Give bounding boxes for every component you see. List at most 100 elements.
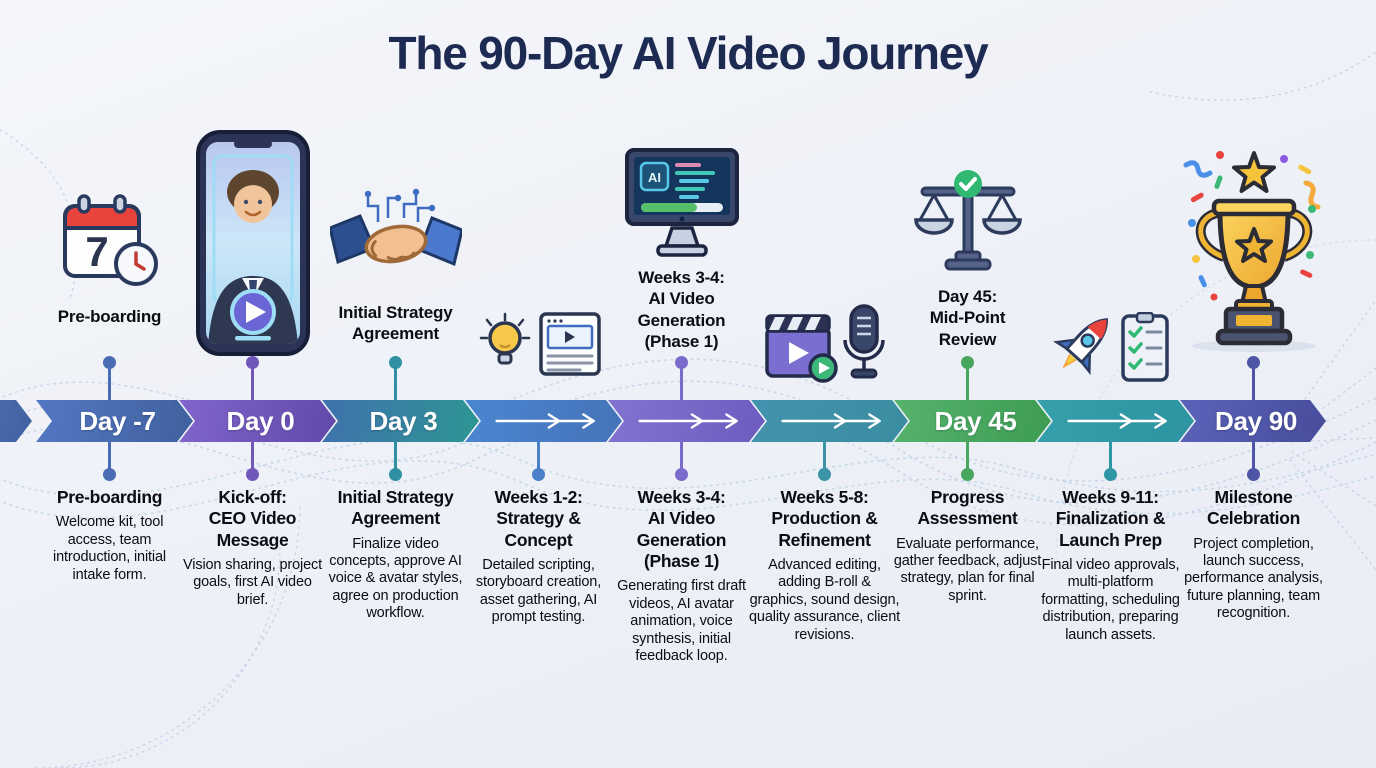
phase-text: Kick-off: CEO Video Message Vision shari… [177,487,328,609]
segment-label: Day 0 [226,405,295,436]
connector-line-bottom [1251,441,1256,471]
timeline-column: Initial Strategy Agreement Day 3 Initial… [322,0,479,768]
clapper-mic-icon [764,304,885,388]
phase-top-label: Pre-boarding [57,307,162,326]
phase-text: Pre-boarding Welcome kit, tool access, t… [34,487,185,584]
connector-dot-bottom [246,468,259,481]
handshake-icon [329,186,462,294]
phase-text: Initial Strategy Agreement Finalize vide… [320,487,471,623]
connector-dot-bottom [532,468,545,481]
segment-label: Day 90 [1214,405,1298,436]
connector-dot-top [103,356,116,369]
timeline-column: Day 45: Mid-Point Review Day 45 Progress… [894,0,1051,768]
phase-description: Vision sharing, project goals, first AI … [183,557,322,608]
timeline-column: AI Weeks 3-4: AI Video Generation (Phase… [608,0,765,768]
connector-line-bottom [250,441,255,471]
connector-dot-top [961,356,974,369]
connector-line-top [250,368,255,401]
connector-line-top [679,368,684,401]
connector-line-bottom [965,441,970,471]
connector-line-top [965,368,970,401]
connector-dot-bottom [103,468,116,481]
timeline-segment [751,400,908,442]
main-title: The 90-Day AI Video Journey [388,27,988,79]
idea-storyboard-icon [479,312,601,376]
timeline-segment: Day -7 [36,400,193,442]
ai-chip-label: AI [648,170,661,185]
phase-heading: Milestone Celebration [1207,487,1300,529]
connector-line-top [107,368,112,401]
connector-dot-bottom [1247,468,1260,481]
segment-label: Day 45 [934,405,1017,436]
phase-heading: Progress Assessment [917,487,1018,529]
arrow-icon [780,413,881,429]
ai-monitor-icon: AI [624,148,739,260]
idea-storyboard-icon [475,312,603,376]
connector-dot-bottom [675,468,688,481]
timeline-segment: Day 45 [894,400,1051,442]
timeline-column: Weeks 9-11: Finalization & Launch Prep F… [1037,0,1194,768]
timeline-column: Weeks 5-8: Production & Refinement Advan… [749,0,908,768]
timeline-column: Day 90 Milestone Celebration Project com… [1180,0,1326,768]
connector-line-bottom [536,441,541,471]
connector-dot-bottom [818,468,831,481]
connector-line-bottom [1108,441,1113,471]
phase-text: Progress Assessment Evaluate performance… [892,487,1043,605]
phase-heading: Kick-off: CEO Video Message [208,487,297,550]
calendar-day-number: 7 [85,228,108,275]
connector-dot-bottom [961,468,974,481]
phase-top-label: Weeks 3-4: AI Video Generation (Phase 1) [637,268,726,352]
timeline-segment [1037,400,1194,442]
calendar-7-icon: 7 [62,194,158,286]
phase-description: Generating first draft videos, AI avatar… [617,578,746,664]
arrow-icon [1066,413,1167,429]
connector-line-bottom [107,441,112,471]
timeline-column: Day 0 Kick-off: CEO Video Message Vision… [179,0,336,768]
phase-text: Milestone Celebration Project completion… [1178,487,1329,623]
phase-heading: Pre-boarding [56,487,163,507]
scale-icon [913,168,1022,278]
arrow-icon [637,413,738,429]
phase-top-label: Initial Strategy Agreement [338,303,453,344]
trophy-icon [1183,151,1320,352]
phase-text: Weeks 9-11: Finalization & Launch Prep F… [1035,487,1186,644]
connector-dot-top [675,356,688,369]
connector-line-bottom [393,441,398,471]
phase-description: Project completion, launch success, perf… [1184,535,1323,622]
phase-text: Weeks 3-4: AI Video Generation (Phase 1)… [606,487,757,665]
connector-line-top [1251,368,1256,401]
connector-line-top [393,368,398,401]
timeline-segment [608,400,765,442]
phase-description: Welcome kit, tool access, team introduct… [53,514,166,583]
connector-line-bottom [679,441,684,471]
phase-text: Weeks 1-2: Strategy & Concept Detailed s… [463,487,614,627]
timeline-segment: Day 90 [1180,400,1326,442]
segment-label: Day 3 [369,405,438,436]
connector-dot-bottom [1104,468,1117,481]
phase-description: Evaluate performance, gather feedback, a… [893,535,1042,604]
phase-description: Final video approvals, multi-platform fo… [1041,557,1180,643]
timeline-column: 7 Pre-boarding Day -7 Pre-boarding Welco… [36,0,193,768]
timeline-lead-fragment [0,400,32,442]
connector-line-bottom [822,441,827,471]
handshake-icon [329,188,462,267]
arrow-icon [494,413,595,429]
phase-heading: Weeks 1-2: Strategy & Concept [494,487,583,550]
timeline-segment: Day 0 [179,400,336,442]
phase-text: Weeks 5-8: Production & Refinement Advan… [749,487,900,644]
timeline-column: Weeks 1-2: Strategy & Concept Detailed s… [465,0,622,768]
connector-dot-top [246,356,259,369]
timeline-segment: Day 3 [322,400,479,442]
phone-video-icon [194,130,312,356]
phase-heading: Weeks 3-4: AI Video Generation (Phase 1) [636,487,727,572]
timeline-segment [465,400,622,442]
rocket-checklist-icon [1052,312,1169,382]
phone-video-icon [195,130,310,356]
phase-heading: Weeks 9-11: Finalization & Launch Prep [1055,487,1166,550]
phase-description: Advanced editing, adding B-roll & graphi… [749,557,900,643]
clapper-mic-icon [764,304,885,383]
ai-monitor-icon: AI [624,148,739,257]
rocket-checklist-icon [1051,312,1171,384]
